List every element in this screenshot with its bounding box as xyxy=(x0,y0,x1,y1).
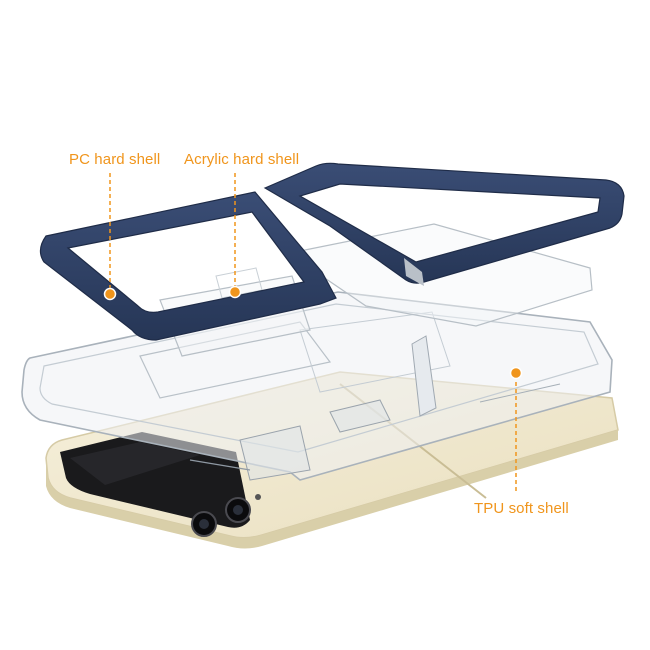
tpu-soft-shell xyxy=(21,291,613,481)
pc-hard-shell xyxy=(39,162,625,341)
acrylic-hard-shell-label: Acrylic hard shell xyxy=(184,151,300,168)
camera-lens-icon xyxy=(191,494,261,537)
acrylic-marker-dot xyxy=(228,285,242,299)
pc-hard-shell-label: PC hard shell xyxy=(69,151,161,168)
tpu-marker-dot xyxy=(509,366,523,380)
pc-marker-dot xyxy=(103,287,117,301)
tpu-soft-shell-label: TPU soft shell xyxy=(474,500,569,517)
callout-dots xyxy=(103,285,523,380)
callout-lines xyxy=(109,173,517,493)
